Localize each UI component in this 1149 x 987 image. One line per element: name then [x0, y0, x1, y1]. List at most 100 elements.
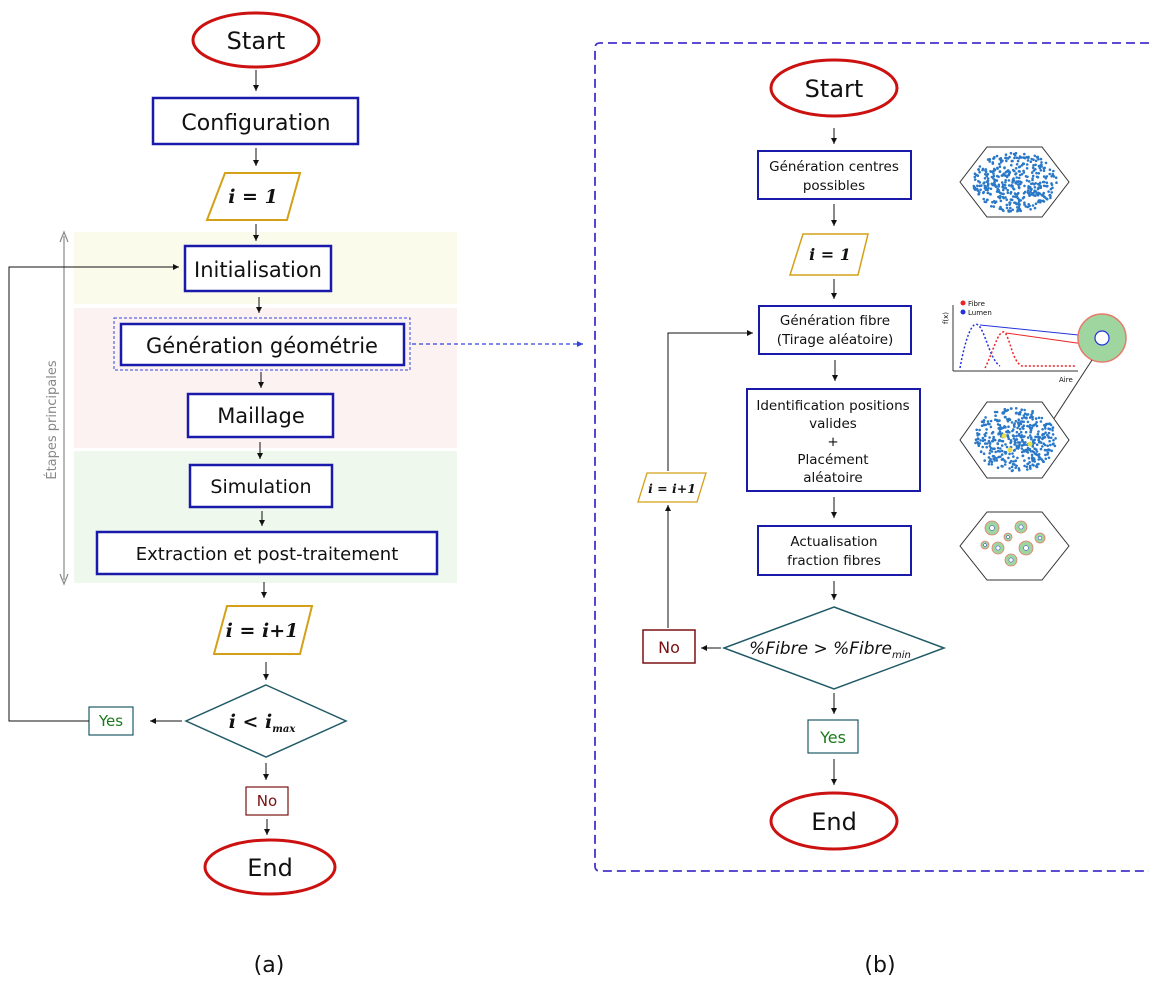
position-dot: [1031, 411, 1034, 415]
centre-dot: [1037, 186, 1040, 189]
centre-dot: [1009, 198, 1013, 201]
lumen-circle: [983, 543, 987, 547]
position-dot: [1026, 420, 1030, 424]
position-dot: [974, 441, 977, 445]
centre-dot: [986, 184, 989, 188]
centre-dot: [1044, 161, 1048, 165]
centre-dot: [1015, 195, 1019, 199]
position-dot: [1026, 468, 1029, 471]
gen-centres-line2: possibles: [803, 178, 865, 194]
valid-position-dot: [1001, 433, 1007, 439]
i-init-label-b: i = 1: [809, 245, 851, 264]
i-incr-label-b: i = i+1: [648, 481, 696, 496]
position-dot: [976, 442, 980, 446]
yes-box-a: [88, 706, 134, 736]
centre-dot: [1016, 159, 1020, 163]
position-dot: [1014, 466, 1017, 470]
end-label-b: End: [811, 808, 857, 836]
i-incr-label-a: i = i+1: [226, 620, 299, 642]
centre-dot: [1051, 186, 1054, 190]
position-dot: [1047, 435, 1050, 438]
centre-dot: [1043, 166, 1046, 170]
position-dot: [988, 436, 991, 439]
position-dot: [1046, 444, 1049, 448]
centre-dot: [1031, 174, 1035, 178]
actual-box: [757, 525, 912, 576]
yes-box-b: [807, 719, 859, 754]
centre-dot: [991, 161, 995, 164]
configuration-label: Configuration: [181, 111, 330, 136]
position-dot: [1018, 468, 1021, 472]
position-dot: [1050, 449, 1053, 453]
side-bracket: [59, 230, 69, 586]
position-dot: [1022, 427, 1025, 430]
centre-dot: [1037, 200, 1040, 204]
position-dot: [1034, 452, 1038, 456]
position-dot: [1052, 439, 1055, 442]
position-dot: [1019, 435, 1022, 438]
position-dot: [1051, 442, 1055, 446]
centre-dot: [992, 172, 995, 175]
centre-dot: [1012, 187, 1015, 190]
position-dot: [1051, 429, 1054, 432]
end-ellipse-b: [769, 791, 899, 851]
initialisation-box: [183, 244, 333, 293]
panel-a: Étapes principales Start Configuration i…: [8, 11, 457, 978]
decision-diamond-b: [721, 606, 947, 690]
centre-dot: [1029, 208, 1032, 211]
centre-dot: [1041, 199, 1045, 203]
centre-dot: [996, 187, 999, 191]
centre-dot: [1026, 175, 1029, 179]
centre-dot: [1007, 179, 1011, 182]
position-dot: [995, 459, 999, 462]
position-dot: [1003, 425, 1006, 428]
position-dot: [983, 459, 986, 462]
position-dot: [1012, 434, 1016, 438]
centre-dot: [1055, 181, 1058, 184]
centre-dot: [992, 174, 996, 178]
gen-fibre-line2: (Tirage aléatoire): [777, 332, 894, 348]
centre-dot: [1009, 201, 1012, 204]
position-dot: [1036, 432, 1040, 436]
position-dot: [1014, 459, 1017, 463]
position-dot: [982, 419, 985, 423]
position-dot: [1015, 411, 1018, 415]
centre-dot: [1042, 175, 1046, 178]
position-dot: [988, 445, 992, 448]
centre-dot: [1031, 204, 1035, 207]
position-dot: [1004, 443, 1007, 446]
centre-dot: [1019, 209, 1023, 213]
centre-dot: [989, 170, 992, 173]
no-box-a: [245, 786, 289, 816]
centre-dot: [1003, 184, 1007, 187]
position-dot: [977, 433, 981, 436]
centre-dot: [1051, 172, 1054, 176]
position-dot: [1044, 431, 1047, 435]
ident-line3: +: [827, 434, 838, 450]
centre-dot: [1007, 173, 1011, 177]
position-dot: [1037, 430, 1040, 433]
centre-dot: [1038, 192, 1041, 195]
centre-dot: [1041, 180, 1045, 184]
chart-ylabel: f(x): [942, 312, 950, 324]
centre-dot: [998, 165, 1002, 168]
centre-dot: [1017, 209, 1020, 212]
centre-dot: [1022, 192, 1026, 195]
centre-dot: [985, 174, 989, 178]
lumen-circle: [1006, 535, 1010, 539]
ident-line5: aléatoire: [803, 470, 862, 486]
position-dot: [990, 450, 994, 453]
start-label-a: Start: [227, 27, 286, 55]
centre-dot: [1008, 171, 1012, 174]
centre-dot: [1025, 167, 1029, 170]
position-dot: [1000, 449, 1004, 453]
position-dot: [1020, 417, 1024, 420]
centre-dot: [974, 187, 978, 191]
start-label-b: Start: [805, 75, 864, 103]
position-dot: [1027, 456, 1031, 460]
centre-dot: [977, 168, 980, 171]
dashed-frame-b: [594, 42, 1149, 872]
hexagon-scatter-illustration: [959, 146, 1070, 218]
position-dot: [1041, 428, 1044, 431]
no-label-b: No: [658, 638, 680, 657]
